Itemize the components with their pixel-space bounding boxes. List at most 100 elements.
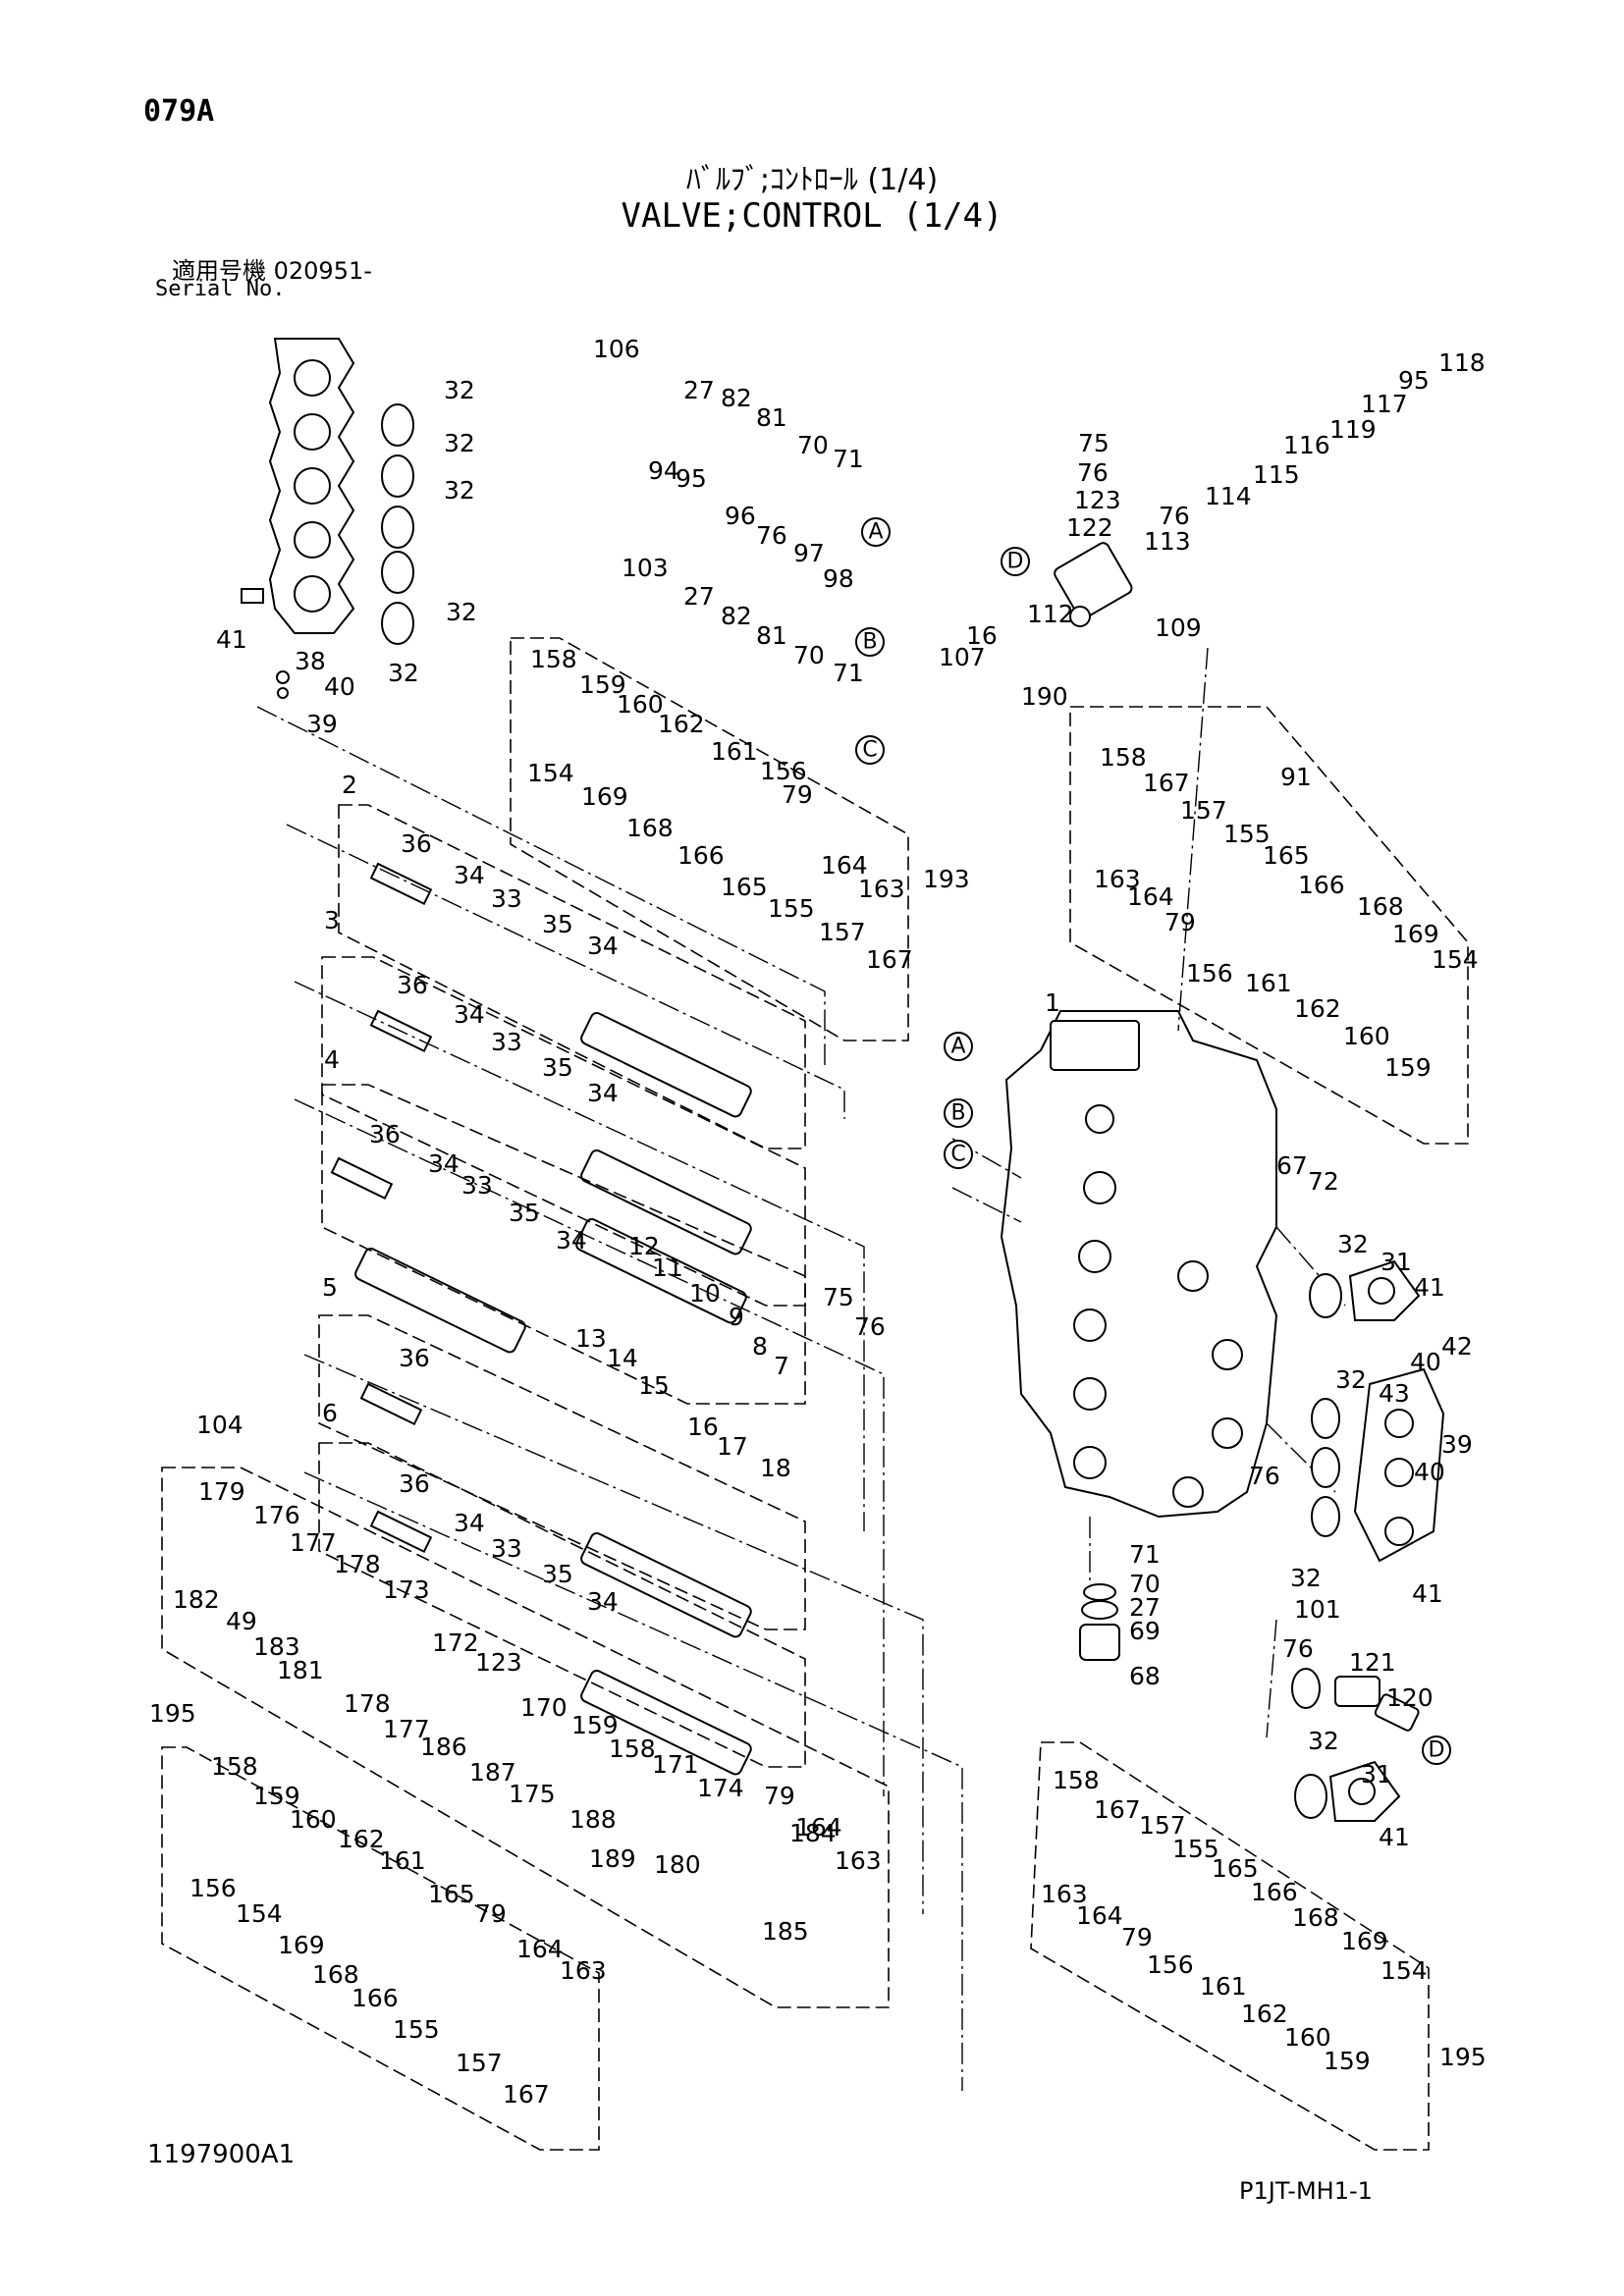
part-callout-70: 70 xyxy=(793,641,825,669)
part-callout-174: 174 xyxy=(697,1774,744,1802)
part-callout-166: 166 xyxy=(352,1984,399,2012)
part-callout-41: 41 xyxy=(1412,1579,1443,1608)
part-callout-164: 164 xyxy=(821,851,868,880)
part-callout-32: 32 xyxy=(1337,1230,1369,1258)
part-callout-178: 178 xyxy=(334,1550,381,1578)
part-callout-34: 34 xyxy=(454,861,485,889)
part-callout-70: 70 xyxy=(797,431,829,459)
part-callout-34: 34 xyxy=(556,1226,587,1255)
part-callout-49: 49 xyxy=(226,1607,257,1635)
pilot-block-190 xyxy=(1054,542,1133,620)
part-callout-6: 6 xyxy=(322,1399,338,1427)
part-callout-27: 27 xyxy=(1129,1593,1161,1622)
part-callout-185: 185 xyxy=(762,1917,809,1946)
part-callout-10: 10 xyxy=(689,1279,721,1308)
part-callout-165: 165 xyxy=(1212,1854,1259,1883)
part-callout-161: 161 xyxy=(379,1846,426,1875)
part-callout-103: 103 xyxy=(622,554,669,582)
part-callout-113: 113 xyxy=(1144,527,1191,556)
part-callout-18: 18 xyxy=(760,1454,791,1482)
group-outline-104 xyxy=(161,1467,890,2008)
part-callout-75: 75 xyxy=(1078,429,1110,457)
part-callout-154: 154 xyxy=(236,1899,283,1928)
part-callout-91: 91 xyxy=(1280,763,1312,791)
part-callout-168: 168 xyxy=(1357,892,1404,921)
part-callout-33: 33 xyxy=(491,1534,522,1563)
part-callout-164: 164 xyxy=(1076,1901,1123,1930)
part-callout-165: 165 xyxy=(1263,841,1310,870)
part-callout-71: 71 xyxy=(833,659,864,687)
part-callout-72: 72 xyxy=(1308,1167,1339,1196)
part-callout-182: 182 xyxy=(173,1585,220,1614)
part-callout-168: 168 xyxy=(626,814,674,842)
part-callout-36: 36 xyxy=(399,1344,430,1372)
reference-marker-A: A xyxy=(868,520,883,545)
part-callout-117: 117 xyxy=(1361,390,1408,418)
part-callout-79: 79 xyxy=(782,780,813,809)
part-callout-170: 170 xyxy=(520,1693,568,1722)
part-callout-106: 106 xyxy=(593,335,640,363)
part-callout-158: 158 xyxy=(1053,1766,1100,1794)
part-callout-36: 36 xyxy=(401,829,432,858)
part-callout-157: 157 xyxy=(456,2049,503,2077)
part-callout-159: 159 xyxy=(579,670,626,699)
part-callout-155: 155 xyxy=(768,894,815,923)
part-callout-158: 158 xyxy=(530,645,577,673)
part-callout-156: 156 xyxy=(189,1874,237,1902)
part-callout-159: 159 xyxy=(571,1711,619,1739)
part-callout-69: 69 xyxy=(1129,1617,1161,1645)
part-callout-67: 67 xyxy=(1276,1151,1308,1180)
part-callout-166: 166 xyxy=(1298,871,1345,899)
part-callout-160: 160 xyxy=(617,690,664,719)
part-callout-2: 2 xyxy=(342,771,357,799)
serial-label-en: Serial No. xyxy=(155,277,286,301)
part-callout-162: 162 xyxy=(338,1825,385,1853)
part-callout-104: 104 xyxy=(196,1411,244,1439)
part-callout-114: 114 xyxy=(1205,482,1252,510)
part-callout-107: 107 xyxy=(939,643,986,671)
part-callout-186: 186 xyxy=(420,1733,467,1761)
part-callout-71: 71 xyxy=(833,445,864,473)
part-callout-163: 163 xyxy=(835,1846,882,1875)
part-callout-70: 70 xyxy=(1129,1570,1161,1598)
part-callout-166: 166 xyxy=(677,841,725,870)
part-callout-31: 31 xyxy=(1361,1760,1392,1789)
part-callout-34: 34 xyxy=(428,1149,460,1178)
part-callout-95: 95 xyxy=(676,464,707,493)
part-callout-13: 13 xyxy=(575,1324,607,1353)
part-callout-165: 165 xyxy=(428,1880,475,1908)
part-callout-35: 35 xyxy=(542,910,573,938)
part-callout-79: 79 xyxy=(475,1899,507,1928)
part-callout-42: 42 xyxy=(1441,1332,1473,1361)
part-callout-5: 5 xyxy=(322,1273,338,1302)
part-callout-159: 159 xyxy=(1324,2047,1371,2075)
part-callout-158: 158 xyxy=(211,1752,258,1781)
part-callout-75: 75 xyxy=(823,1283,854,1311)
part-callout-33: 33 xyxy=(491,884,522,913)
part-callout-79: 79 xyxy=(764,1782,795,1810)
part-callout-167: 167 xyxy=(503,2080,550,2109)
part-callout-98: 98 xyxy=(823,564,854,593)
part-callout-94: 94 xyxy=(648,456,679,485)
part-callout-8: 8 xyxy=(752,1332,768,1361)
part-callout-36: 36 xyxy=(399,1469,430,1498)
part-callout-35: 35 xyxy=(542,1053,573,1082)
part-callout-193: 193 xyxy=(923,865,970,893)
part-callout-97: 97 xyxy=(793,539,825,567)
group-outline-6 xyxy=(318,1442,806,1768)
part-callout-16: 16 xyxy=(687,1413,719,1441)
reference-marker-C: C xyxy=(862,738,877,763)
part-callout-9: 9 xyxy=(729,1303,744,1331)
part-callout-179: 179 xyxy=(198,1477,245,1506)
page-title-jp: ﾊﾞﾙﾌﾞ;ｺﾝﾄﾛｰﾙ (1/4) xyxy=(685,163,939,197)
part-callout-115: 115 xyxy=(1253,460,1300,489)
part-callout-177: 177 xyxy=(290,1528,337,1557)
part-callout-163: 163 xyxy=(560,1956,607,1985)
part-callout-76: 76 xyxy=(1249,1462,1280,1490)
group-outline-195-left xyxy=(161,1746,600,2151)
spool-rows xyxy=(330,862,752,1776)
part-callout-154: 154 xyxy=(527,759,574,787)
part-callout-31: 31 xyxy=(1380,1248,1412,1276)
part-callout-41: 41 xyxy=(1379,1823,1410,1851)
part-callout-158: 158 xyxy=(1100,743,1147,772)
